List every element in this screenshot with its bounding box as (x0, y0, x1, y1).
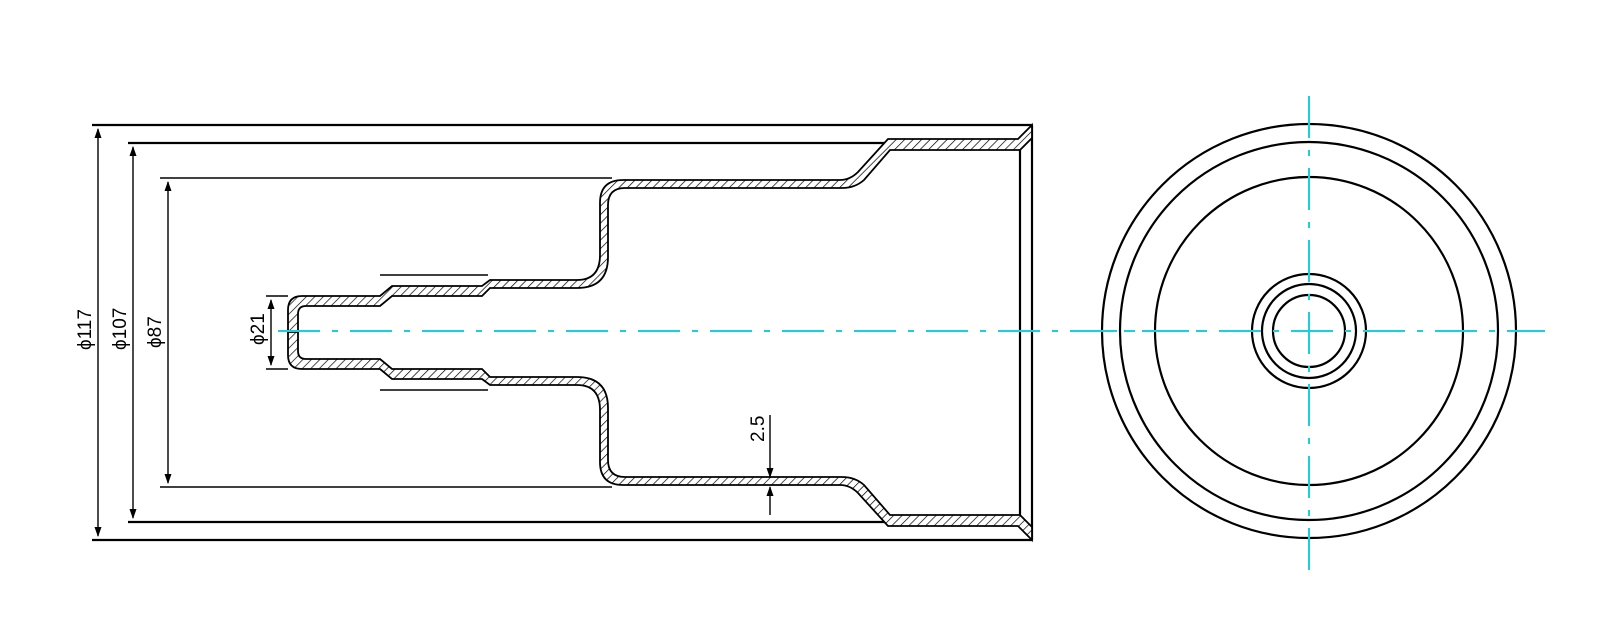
dim-label-inner-diameter: ϕ21 (248, 313, 269, 345)
end-hub-mid-circle (1260, 282, 1358, 380)
wall-section-top (287, 122, 1033, 333)
dim-label-wall-thickness: 2.5 (748, 416, 769, 442)
dim-label-body-diameter: ϕ87 (145, 316, 166, 348)
dim-label-flange-diameter: ϕ107 (110, 308, 131, 350)
section-view: ϕ117 ϕ107 ϕ87 ϕ21 2.5 (75, 122, 1205, 543)
end-flange-circle (1118, 140, 1500, 522)
dim-label-outer-diameter: ϕ117 (75, 309, 96, 350)
wall-section-bottom (287, 331, 1033, 543)
end-view (1075, 96, 1545, 570)
